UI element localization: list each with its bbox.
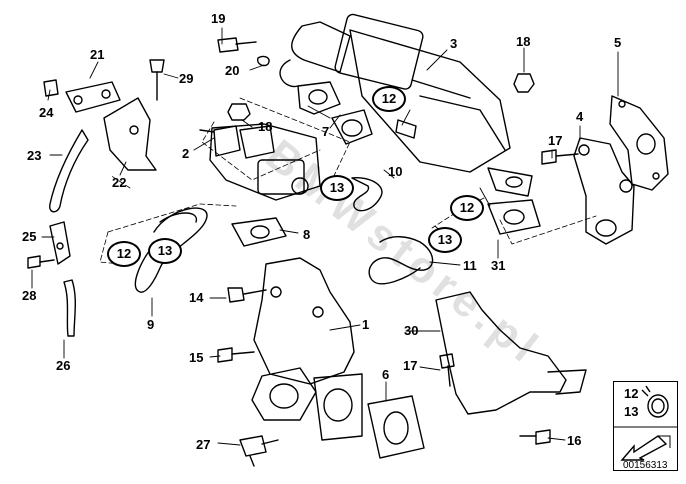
bracket-22 <box>103 97 157 171</box>
callout-27: 27 <box>196 437 211 452</box>
circled-callout-12c: 12 <box>107 241 141 267</box>
gasket-5 <box>609 95 669 191</box>
callout-7: 7 <box>322 124 330 139</box>
hose-11 <box>368 236 434 285</box>
clip-25 <box>49 221 71 265</box>
callout-18: 18 <box>516 34 531 49</box>
egr-cooler <box>291 13 533 197</box>
callout-4: 4 <box>576 109 584 124</box>
circled-callout-13b: 13 <box>428 227 462 253</box>
hose-26 <box>63 279 76 337</box>
circled-callout-12: 12 <box>372 86 406 112</box>
callout-16: 16 <box>567 433 582 448</box>
legend-label-13: 13 <box>624 404 639 419</box>
valve-21 <box>65 81 121 113</box>
arrow-icon <box>620 435 671 461</box>
callout-10: 10 <box>388 164 403 179</box>
callout-31: 31 <box>491 258 506 273</box>
callout-21: 21 <box>90 47 105 62</box>
circled-callout-13c: 13 <box>148 238 182 264</box>
hose-clamp-icon <box>614 385 677 428</box>
housing-1 <box>251 257 363 441</box>
gasket-6 <box>367 395 425 459</box>
gasket-31 <box>487 199 541 235</box>
callout-30: 30 <box>404 323 419 338</box>
callout-28: 28 <box>22 288 37 303</box>
callout-6: 6 <box>382 367 390 382</box>
callout-23: 23 <box>27 148 42 163</box>
callout-15: 15 <box>189 350 204 365</box>
circled-callout-13: 13 <box>320 175 354 201</box>
bracket-30 <box>435 291 587 415</box>
callout-22: 22 <box>112 175 127 190</box>
document-number: 00156313 <box>623 460 668 471</box>
callout-17b: 17 <box>403 358 418 373</box>
hose-9 <box>134 207 208 293</box>
callout-24: 24 <box>39 105 54 120</box>
callout-20: 20 <box>225 63 240 78</box>
bracket-4 <box>573 137 635 245</box>
flange-left <box>279 59 341 115</box>
callout-29: 29 <box>179 71 194 86</box>
callout-19: 19 <box>211 11 226 26</box>
callout-3: 3 <box>450 36 458 51</box>
fasteners <box>27 37 579 467</box>
gasket-7 <box>331 109 373 145</box>
callout-8: 8 <box>303 227 311 242</box>
callout-18b: 18 <box>258 119 273 134</box>
hose-10 <box>351 177 383 212</box>
callout-9: 9 <box>147 317 155 332</box>
callout-1: 1 <box>362 317 370 332</box>
callout-5: 5 <box>614 35 622 50</box>
callout-14: 14 <box>189 290 204 305</box>
circled-callout-12b: 12 <box>450 195 484 221</box>
legend-label-12: 12 <box>624 386 639 401</box>
egr-valve <box>199 123 321 201</box>
callout-11: 11 <box>463 258 477 273</box>
callout-17: 17 <box>548 133 563 148</box>
legend-box: 12 13 <box>613 381 678 471</box>
hose-23 <box>49 129 89 213</box>
callout-25: 25 <box>22 229 37 244</box>
gasket-8 <box>231 217 287 247</box>
leader-lines <box>31 27 619 446</box>
callout-26: 26 <box>56 358 71 373</box>
callout-2: 2 <box>182 146 190 161</box>
